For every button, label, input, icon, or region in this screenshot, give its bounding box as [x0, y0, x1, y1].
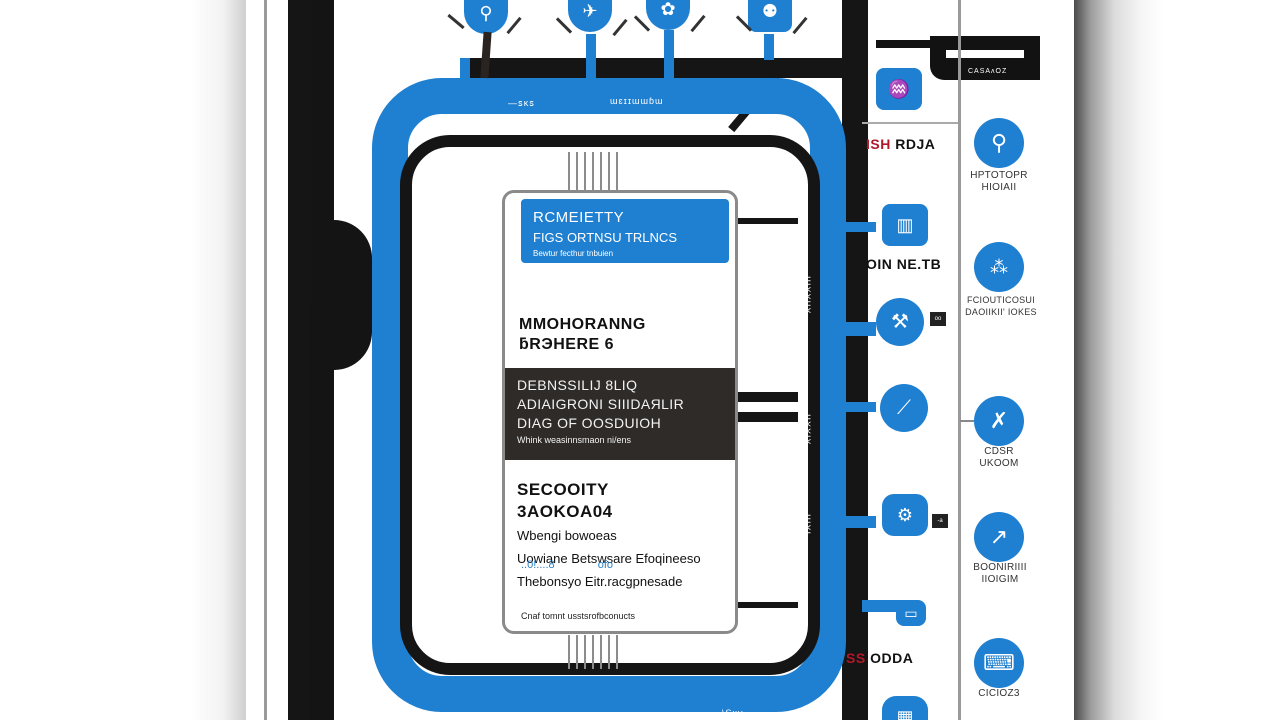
- indicator-right: ofo: [597, 559, 613, 571]
- connector-tick: [960, 420, 974, 422]
- frame-left-edge: [310, 300, 318, 720]
- robot-icon: ⚙: [882, 494, 928, 536]
- band-line: DEBNSSILIJ 8LIQ: [517, 377, 638, 393]
- card-caption: Bewtur fecthur tnbuien: [533, 249, 614, 258]
- info-card: RCMEIETTY FIGS ORTNSU TRLNCS Bewtur fect…: [502, 190, 738, 634]
- indicator-left: ..0!....8: [521, 559, 555, 571]
- airplane-icon: ✈: [568, 0, 612, 32]
- water-icon: ♒: [876, 68, 922, 110]
- device-outer-frame: [288, 0, 868, 720]
- guide-line: [264, 0, 267, 720]
- badge-stem: [460, 58, 470, 78]
- page-shadow-right: [1074, 0, 1164, 720]
- slash-tool-icon: ⟋: [880, 384, 928, 432]
- scatter-icon: ⁂: [974, 242, 1024, 292]
- right-rail: [738, 412, 798, 422]
- connector-tab: [846, 516, 876, 528]
- ring-label-top-left: —ꜱᴋꜱ: [508, 98, 535, 108]
- badge-stem: [664, 30, 674, 78]
- card-footer: Cnaf tomnt usstsrofbconucts: [521, 611, 636, 621]
- middle-label-3: SS ODDA: [846, 650, 914, 666]
- usb-connector: [930, 36, 1040, 80]
- frame-notch: [334, 220, 372, 370]
- bottom-vent-lines: [568, 635, 618, 669]
- frame-top-bar: [461, 58, 851, 78]
- tools-icon: ⚒: [876, 298, 924, 346]
- keyboard-icon: ⌨: [974, 638, 1024, 688]
- tools-cross-icon: ✗: [974, 396, 1024, 446]
- connector-tab: [846, 402, 876, 412]
- ring-label-right-2: IIXXIX: [802, 414, 812, 446]
- card-subtitle: FIGS ORTNSU TRLNCS: [533, 230, 677, 245]
- ring-label-right-3: IIIXI: [802, 514, 812, 536]
- tag-label: -a: [932, 514, 948, 528]
- security-subheading: 3AOKOA04: [517, 502, 613, 521]
- arm-icon: ↗: [974, 512, 1024, 562]
- security-line: Wbengi bowoeas: [517, 528, 617, 543]
- right-label-5: CICIOZ3: [978, 688, 1020, 699]
- card-icon: ▭: [896, 600, 926, 626]
- grid-icon: ▦: [882, 696, 928, 720]
- ring-label-bottom: \Sxv: [722, 708, 744, 718]
- security-section: SECOOITY 3AOKOA04 Wbengi bowoeas Uowiane…: [517, 479, 701, 592]
- badge-stem: [586, 34, 596, 78]
- diagram-page: —ꜱᴋꜱ ɯɛɪɪɯɯɓɯ IIIXXIIX IIXXIX IIIXI \Sxv…: [246, 0, 1074, 720]
- card-header: RCMEIETTY FIGS ORTNSU TRLNCS Bewtur fect…: [521, 199, 729, 263]
- security-line: Thebonsyo Eitr.racgpnesade: [517, 574, 683, 589]
- right-rail: [738, 218, 798, 224]
- connector-tab: [846, 322, 876, 336]
- people-icon: ⚉: [748, 0, 792, 32]
- dark-info-band: DEBNSSILIJ 8LIQ ADIAIGRONI SIIIDAЯLIR DI…: [505, 368, 735, 460]
- section-subheading: ƃRЭHERE 6: [519, 336, 615, 353]
- column-divider: [958, 0, 961, 720]
- band-caption: Whink weasinnsmaon ni/ens: [517, 435, 632, 445]
- pedestrian-icon: ⚲: [974, 118, 1024, 168]
- antenna-icon: ⚲: [464, 0, 508, 34]
- middle-label-2: OIN NE.TB: [866, 256, 942, 272]
- band-line: ADIAIGRONI SIIIDAЯLIR: [517, 396, 685, 412]
- chart-icon: ▥: [882, 204, 928, 246]
- security-line: Uowiane Betswsare Efoqineeso: [517, 551, 701, 566]
- card-title: RCMEIETTY: [533, 209, 625, 226]
- page-shadow-left: [190, 0, 246, 720]
- section-heading: MMOHORANNG: [519, 316, 646, 333]
- right-rail: [738, 602, 798, 608]
- right-rail: [738, 392, 798, 402]
- connector-label: CASAᴧOZ: [968, 68, 1008, 75]
- badge-stem: [764, 34, 774, 60]
- monitoring-section: MMOHORANNG ƃRЭHERE 6: [519, 315, 646, 355]
- top-vent-lines: [568, 152, 618, 192]
- tag-label: oo: [930, 312, 946, 326]
- ring-label-right-1: IIIXXIIX: [802, 276, 812, 315]
- connector-tab: [846, 222, 876, 232]
- card-indicator-row: ..0!....8 ofo: [521, 559, 613, 571]
- device-inner-frame: [400, 135, 820, 675]
- connector-slot: [946, 50, 1024, 58]
- middle-label-1: ISH RDJA: [866, 136, 936, 152]
- security-heading: SECOOITY: [517, 480, 609, 499]
- row-divider: [862, 122, 958, 124]
- connector-cable: [876, 40, 932, 48]
- ring-label-top-right: ɯɛɪɪɯɯɓɯ: [610, 96, 664, 106]
- band-line: DIAG OF OOSDUIOH: [517, 415, 662, 431]
